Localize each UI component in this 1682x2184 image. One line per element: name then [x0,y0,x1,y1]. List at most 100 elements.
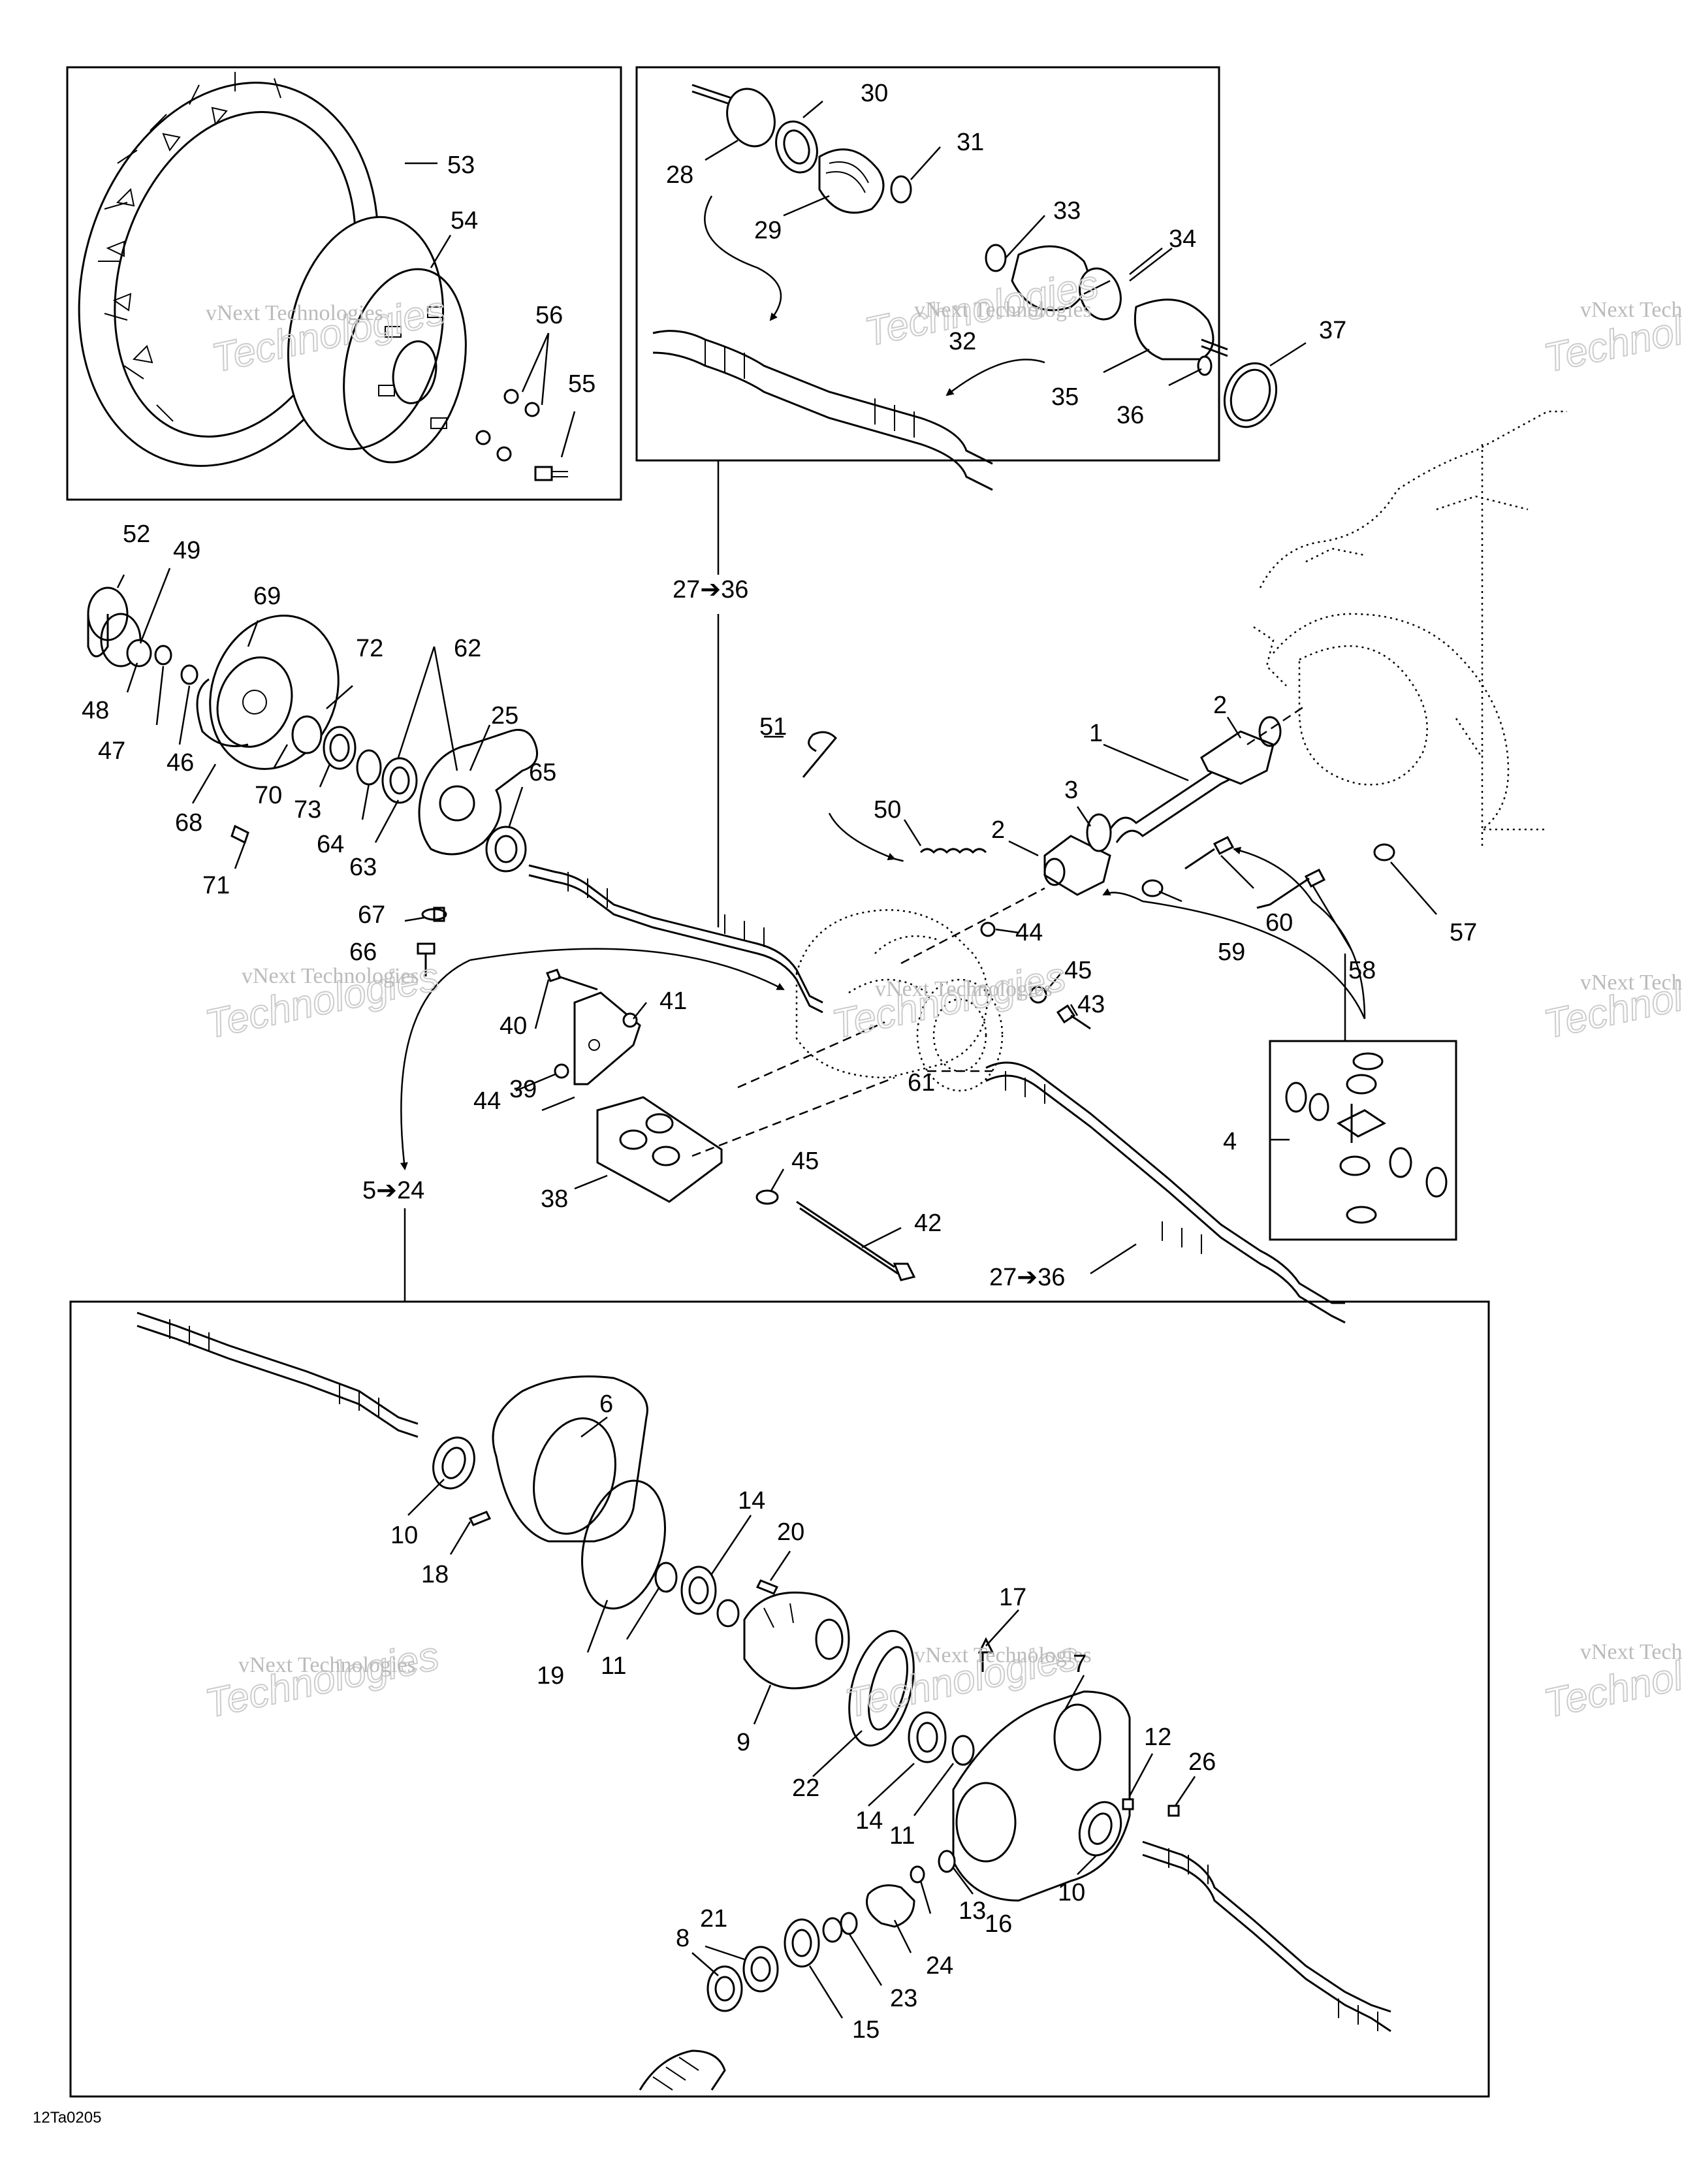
callout-11-b: 11 [889,1822,915,1850]
leader-lines [116,101,1437,2019]
wheel-nuts [475,389,540,462]
castle-nut [126,639,152,667]
callout-13: 13 [959,1897,986,1925]
axle-shaft-assembly-inset [652,330,993,491]
callout-8: 8 [676,1925,690,1952]
callout-9: 9 [737,1729,750,1756]
diff-oil-seal-left [432,1436,475,1490]
callout-11-a: 11 [601,1652,626,1680]
callout-45-lower: 45 [791,1148,819,1175]
outer-cv-joint-parts [691,84,912,214]
callout-57: 57 [1450,919,1477,946]
callout-14-upper: 14 [738,1487,765,1515]
wheel-stud [534,466,568,481]
callout-62: 62 [454,635,481,662]
wheel-inset-frame [66,66,622,501]
callout-72: 72 [356,635,383,662]
callout-66: 66 [349,939,377,966]
callout-23: 23 [890,1985,917,2012]
callout-43: 43 [1077,991,1105,1018]
callout-35: 35 [1051,383,1079,411]
differential-inset-frame [69,1300,1490,2098]
callout-20: 20 [777,1518,804,1546]
svg-text:vNext Technologies: vNext Technologies [914,1643,1092,1667]
propeller-shaft [1043,716,1282,896]
rim [287,216,467,464]
callout-52: 52 [123,521,150,548]
callout-39: 39 [509,1076,537,1103]
callout-6: 6 [599,1390,613,1418]
svg-text:vNext Technologies: vNext Technologies [242,964,419,988]
mount-bracket [573,991,641,1085]
cv-joint-inset-frame [635,66,1220,462]
callout-37: 37 [1319,317,1346,344]
diff-o-ring [581,1479,666,1610]
wheel-bearing-parts [291,715,418,804]
range-label-27-36-top: 27➔36 [673,576,748,603]
lock-ring [1223,362,1278,428]
shaft-bolts [1141,836,1395,909]
callout-31: 31 [957,129,984,156]
svg-text:vNext Technologies: vNext Technologies [875,977,1053,1001]
callout-71: 71 [202,872,230,899]
ring-gear [848,1630,915,1747]
mount-bolts [545,922,1091,1281]
callout-32: 32 [949,328,976,355]
callout-40: 40 [500,1012,527,1040]
callout-47: 47 [98,737,125,765]
diff-housing [952,1690,1131,1902]
callout-16: 16 [985,1910,1012,1938]
callout-15: 15 [852,2016,880,2044]
callout-59: 59 [1218,939,1245,966]
watermarks: Technologies vNext Technologies Technolo… [201,261,1682,1727]
callout-48: 48 [82,697,109,724]
callout-49: 49 [173,537,200,564]
callout-25: 25 [491,702,518,730]
diff-bearing-right [908,1711,975,1766]
callout-14-lower: 14 [855,1807,883,1835]
callout-58: 58 [1348,957,1376,984]
diff-bearing-left [654,1562,740,1628]
callout-54: 54 [451,207,478,234]
callout-21: 21 [700,1905,727,1933]
callout-2-lower: 2 [991,816,1005,844]
callout-41: 41 [659,988,687,1015]
right-drive-shaft [985,1061,1346,1324]
diff-cover [492,1375,648,1543]
left-drive-shaft [528,864,823,1014]
svg-text:vNext Technologies: vNext Technologies [206,301,383,325]
callout-69: 69 [253,583,281,610]
callout-2-upper: 2 [1213,692,1227,719]
svg-text:Technologies: Technologies [202,1633,443,1727]
callout-38: 38 [541,1185,568,1213]
callout-65: 65 [529,759,556,786]
callout-44-right: 44 [1015,919,1043,946]
callout-70: 70 [255,782,282,809]
callout-64: 64 [317,831,344,858]
center-lines [691,704,1307,1157]
callout-45-upper: 45 [1064,957,1092,984]
svg-text:Technologies: Technologies [1540,954,1682,1048]
callout-63: 63 [349,854,377,881]
spring-and-clip [802,731,987,854]
callout-29: 29 [754,217,782,244]
callout-42: 42 [914,1210,942,1237]
callout-44-left: 44 [473,1087,501,1115]
callout-10-left: 10 [390,1522,418,1549]
svg-text:vNext Technologies: vNext Technologies [1580,298,1682,322]
diff-case [743,1591,850,1690]
callout-17: 17 [999,1584,1026,1611]
universal-joint-parts [1285,1052,1448,1224]
callout-26: 26 [1188,1748,1216,1776]
knuckle-fasteners [230,824,447,976]
callout-18: 18 [421,1561,449,1588]
diff-small-fasteners [468,1511,1180,1817]
svg-text:vNext Technologies: vNext Technologies [238,1653,416,1677]
washer-small [154,645,198,685]
callout-19: 19 [537,1662,564,1690]
pinion-gear-stack [706,1850,956,2012]
callout-73: 73 [294,796,321,824]
callout-34: 34 [1169,225,1196,253]
callout-10-right: 10 [1058,1879,1085,1906]
